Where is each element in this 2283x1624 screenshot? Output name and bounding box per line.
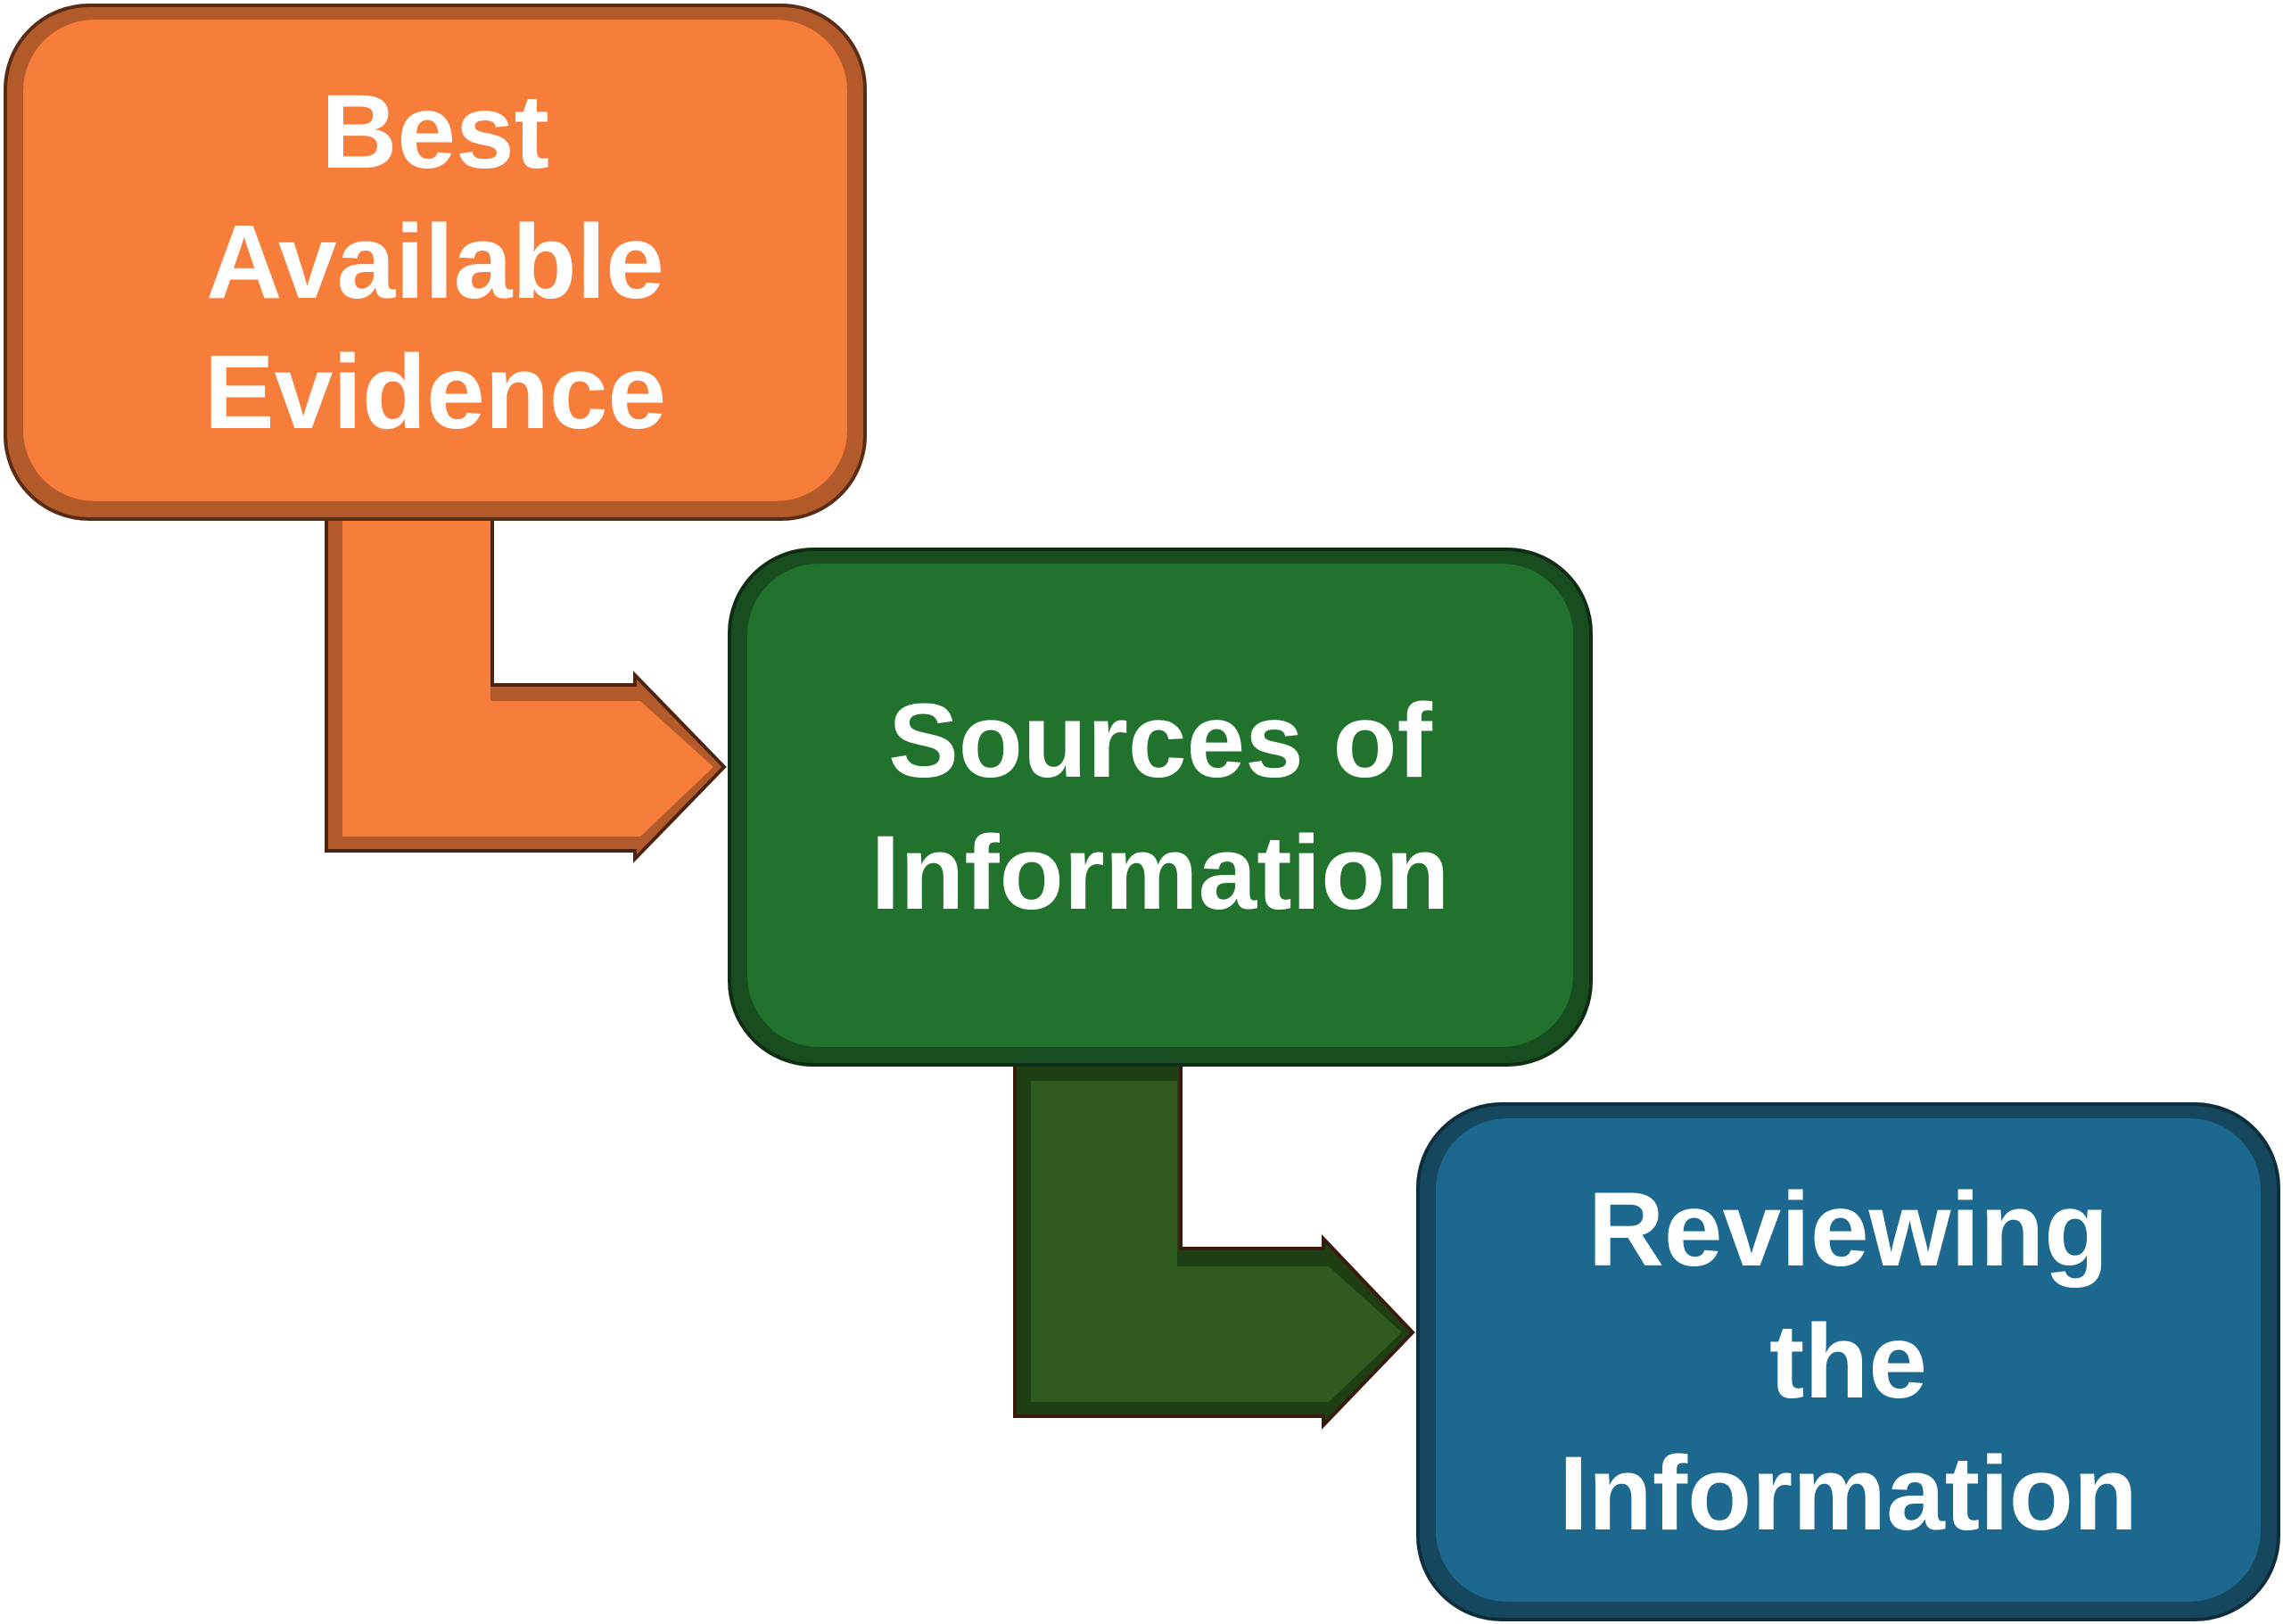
step-1-face [23, 20, 847, 501]
step-2-label: Sources of Information [870, 682, 1450, 932]
bent-arrow-2 [1013, 1059, 1415, 1430]
step-sources-of-information: Sources of Information [728, 548, 1593, 1067]
bent-arrow-1 [325, 515, 727, 863]
step-best-available-evidence: Best Available Evidence [4, 4, 867, 521]
step-2-face [747, 564, 1573, 1047]
step-reviewing-the-information: Reviewing the Information [1416, 1102, 2280, 1621]
step-1-label: Best Available Evidence [203, 73, 667, 451]
step-3-face [1436, 1118, 2261, 1602]
step-3-label: Reviewing the Information [1559, 1171, 2138, 1553]
